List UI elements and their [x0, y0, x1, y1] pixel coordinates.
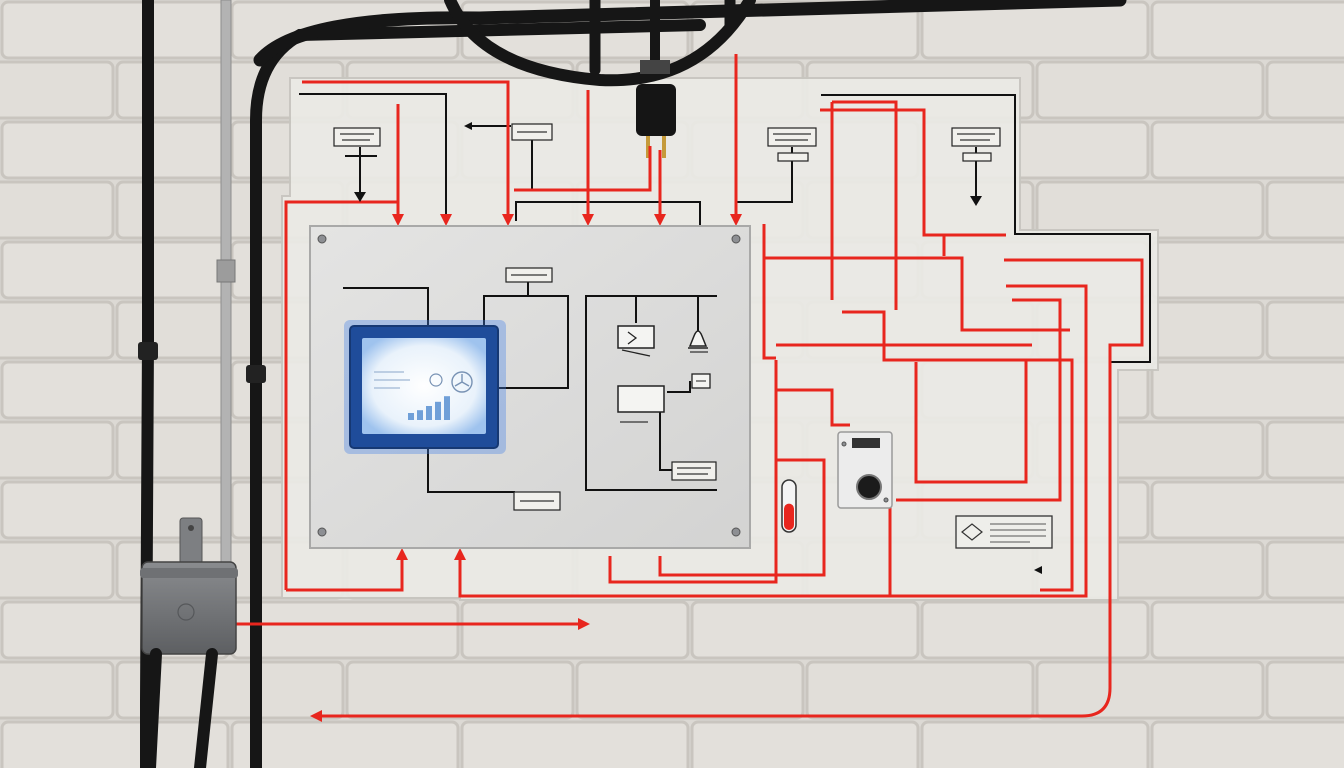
gauge-icon	[429, 373, 443, 387]
monitor-display	[344, 320, 506, 454]
fuse-box	[617, 385, 665, 413]
red-wiring-top	[284, 54, 738, 590]
monitor-bar	[435, 401, 441, 420]
button-switch	[617, 325, 655, 357]
warning-label	[955, 515, 1053, 549]
monitor-bar	[408, 413, 414, 420]
monitor-bar	[426, 406, 432, 420]
plug-connector	[636, 60, 676, 158]
red-wiring-right	[236, 100, 1144, 718]
fuse-indicator	[781, 479, 797, 533]
fan-icon	[451, 371, 473, 393]
overhead-cables	[253, 0, 1127, 87]
panel-icons	[617, 325, 711, 413]
junction-box	[140, 517, 238, 768]
arrowheads	[310, 214, 742, 722]
monitor-bar	[444, 396, 450, 420]
monitor-bar	[417, 410, 423, 420]
monitor-bar-chart	[408, 396, 450, 420]
label-tags	[333, 123, 1001, 162]
bell-icon	[688, 330, 708, 349]
push-button[interactable]	[837, 431, 893, 509]
connector-block	[691, 373, 711, 389]
